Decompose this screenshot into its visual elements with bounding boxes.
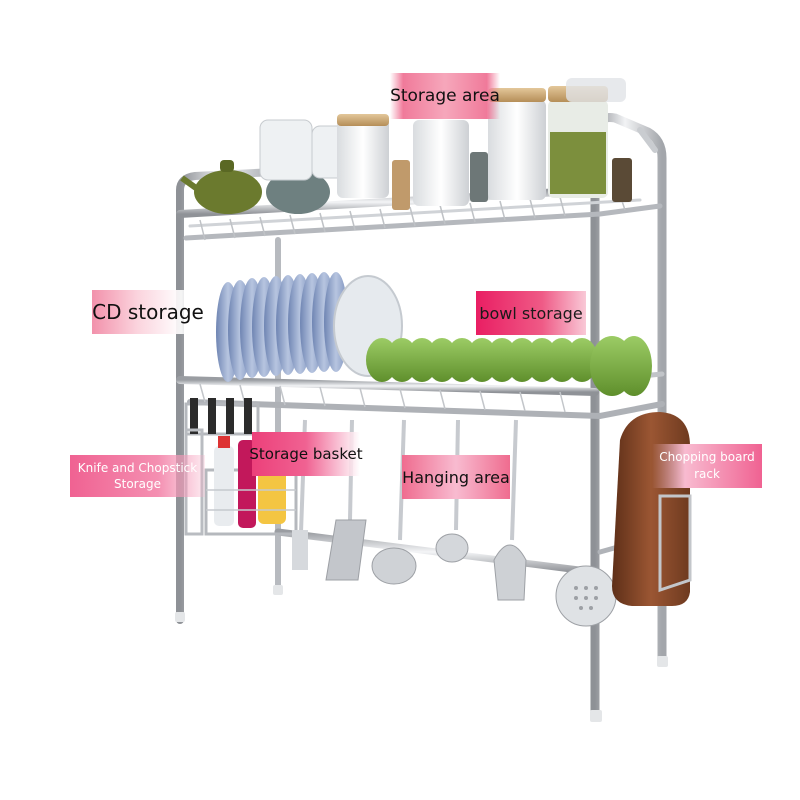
rack-feet bbox=[175, 585, 668, 722]
hanging-utensils bbox=[292, 419, 617, 627]
label-knife-chopstick-storage: Knife and Chopstick Storage bbox=[70, 455, 205, 497]
middle-shelf-grid bbox=[199, 383, 566, 413]
top-shelf-grid bbox=[199, 194, 626, 241]
label-hanging-area: Hanging area bbox=[402, 455, 510, 499]
bowls bbox=[366, 336, 652, 396]
label-cd-storage: CD storage bbox=[92, 290, 204, 334]
label-chopping-board-rack: Chopping board rack bbox=[652, 444, 762, 488]
storage-area-items bbox=[180, 78, 632, 214]
label-bowl-storage: bowl storage bbox=[476, 291, 586, 335]
label-storage-basket: Storage basket bbox=[249, 432, 363, 476]
label-storage-area: Storage area bbox=[390, 73, 500, 119]
chopping-board bbox=[612, 412, 692, 606]
